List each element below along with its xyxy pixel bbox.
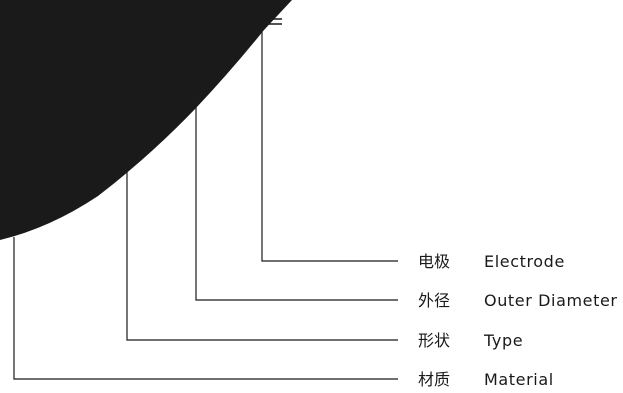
callout-material: 材质 Material [418, 370, 554, 389]
component-body-shape [0, 0, 292, 240]
callout-label-en: Electrode [484, 252, 565, 271]
leader-line-outer-diameter [195, 98, 398, 301]
callout-label-zh: 电极 [418, 252, 450, 271]
electrode-tip-marks [263, 18, 282, 25]
callout-electrode: 电极 Electrode [418, 252, 565, 271]
callout-label-zh: 材质 [418, 370, 450, 389]
callout-label-en: Material [484, 370, 554, 389]
callout-label-zh: 形状 [418, 331, 450, 350]
callout-type: 形状 Type [418, 331, 523, 350]
callout-label-en: Type [483, 331, 523, 350]
leader-line-material [13, 237, 398, 380]
callout-label-en: Outer Diameter [484, 291, 618, 310]
leader-line-electrode [261, 30, 398, 262]
callout-outer-diameter: 外径 Outer Diameter [418, 291, 618, 310]
callout-label-zh: 外径 [418, 291, 450, 310]
leader-line-type [126, 172, 398, 341]
